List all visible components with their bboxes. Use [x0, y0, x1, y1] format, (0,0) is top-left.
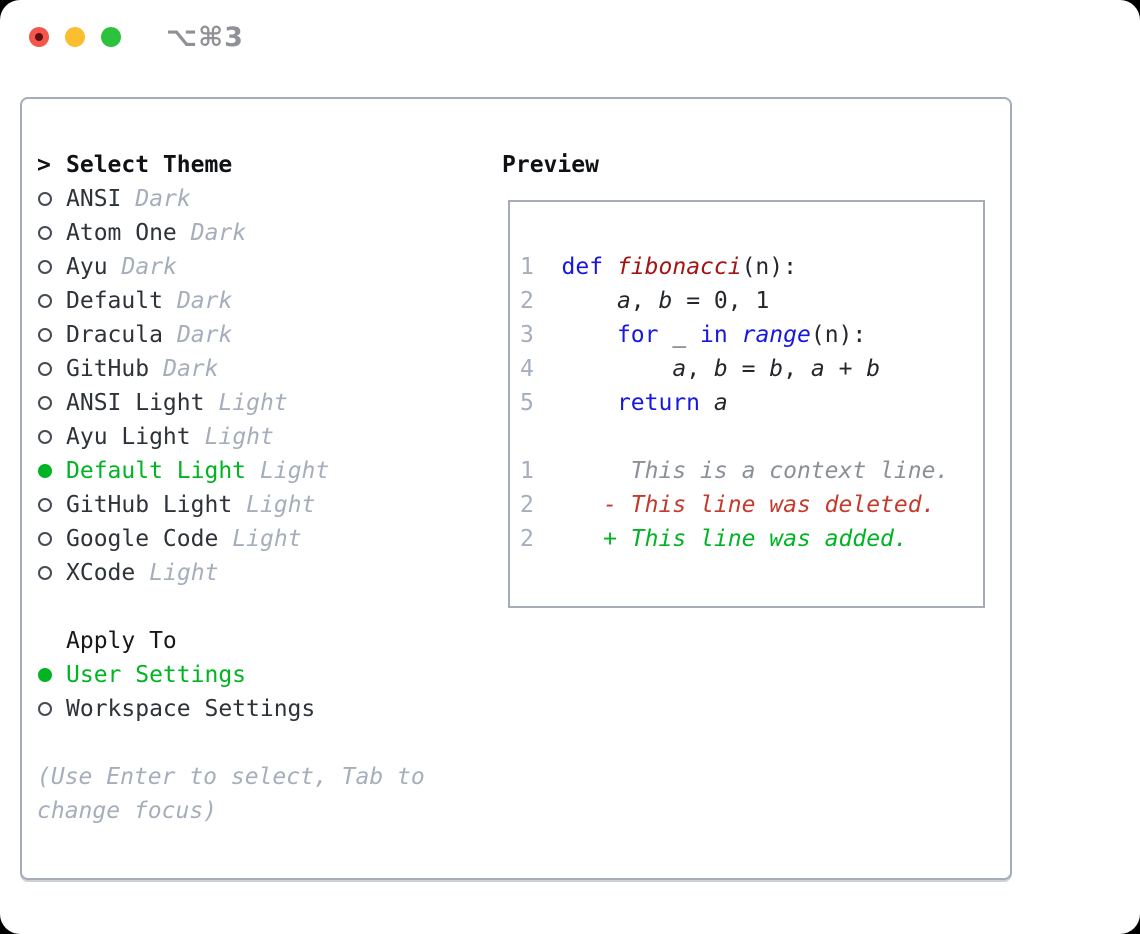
preview-line: 2 + This line was added. — [520, 526, 908, 552]
option-label: Default Light — [66, 458, 247, 484]
option-label: Ayu — [66, 254, 108, 280]
radio-icon — [38, 260, 52, 274]
minimize-button[interactable] — [65, 27, 85, 47]
radio-icon — [38, 226, 52, 240]
option-variant-label: Dark — [190, 220, 247, 246]
radio-icon — [38, 498, 52, 512]
radio-selected-icon — [38, 668, 52, 682]
preview-line: 1 def fibonacci(n): — [520, 254, 797, 280]
radio-selected-icon — [38, 464, 52, 478]
apply-option-workspace-settings[interactable]: Workspace Settings — [37, 692, 315, 726]
theme-option-ansi-dark[interactable]: ANSI Dark — [37, 182, 329, 216]
cursor-caret-icon: > — [37, 152, 51, 178]
option-label: Ayu Light — [66, 424, 191, 450]
option-variant-label: Light — [246, 492, 316, 518]
option-label: ANSI Light — [66, 390, 205, 416]
radio-icon — [38, 396, 52, 410]
theme-option-ayu-dark[interactable]: Ayu Dark — [37, 250, 329, 284]
preview-content: 1 def fibonacci(n): 2 a, b = 0, 1 3 for _ … — [520, 250, 983, 556]
select-theme-header: > Select Theme — [37, 148, 329, 182]
theme-option-ansi-light-light[interactable]: ANSI Light Light — [37, 386, 329, 420]
titlebar: ⌥⌘3 — [0, 0, 1140, 75]
theme-option-default-light-light[interactable]: Default Light Light — [37, 454, 329, 488]
apply-option-user-settings[interactable]: User Settings — [37, 658, 315, 692]
option-label: Default — [66, 288, 163, 314]
theme-option-github-light-light[interactable]: GitHub Light Light — [37, 488, 329, 522]
option-label: Dracula — [66, 322, 163, 348]
radio-icon — [38, 566, 52, 580]
option-variant-label: Dark — [163, 356, 219, 382]
preview-box: 1 def fibonacci(n): 2 a, b = 0, 1 3 for _ … — [508, 200, 985, 608]
option-label: Atom One — [66, 220, 177, 246]
theme-option-github-dark[interactable]: GitHub Dark — [37, 352, 329, 386]
option-variant-label: Dark — [176, 322, 233, 348]
option-variant-label: Light — [232, 526, 302, 552]
option-variant-label: Light — [260, 458, 330, 484]
preview-title: Preview — [502, 152, 599, 178]
option-label: Workspace Settings — [66, 696, 316, 722]
radio-icon — [38, 294, 52, 308]
close-button[interactable] — [29, 27, 49, 47]
apply-to-title: Apply To — [66, 628, 177, 654]
radio-icon — [38, 362, 52, 376]
radio-icon — [38, 430, 52, 444]
preview-line: 4 a, b = b, a + b — [520, 356, 881, 382]
select-theme-title: Select Theme — [66, 152, 233, 178]
radio-icon — [38, 192, 52, 206]
close-dot-icon — [35, 33, 43, 41]
option-label: User Settings — [66, 662, 247, 688]
theme-option-atom-one-dark[interactable]: Atom One Dark — [37, 216, 329, 250]
preview-line: 3 for _ in range(n): — [520, 322, 867, 348]
preview-line: 2 - This line was deleted. — [520, 492, 936, 518]
preview-line — [520, 420, 983, 454]
option-variant-label: Dark — [135, 186, 191, 212]
window-title: ⌥⌘3 — [166, 22, 244, 53]
radio-icon — [38, 532, 52, 546]
theme-option-google-code-light[interactable]: Google Code Light — [37, 522, 329, 556]
option-variant-label: Dark — [121, 254, 177, 280]
keyboard-hint: (Use Enter to select, Tab to change focu… — [37, 764, 425, 824]
theme-option-default-dark[interactable]: Default Dark — [37, 284, 329, 318]
radio-icon — [38, 702, 52, 716]
preview-line: 2 a, b = 0, 1 — [520, 288, 770, 314]
option-variant-label: Light — [218, 390, 288, 416]
option-label: ANSI — [66, 186, 122, 212]
option-label: XCode — [66, 560, 136, 586]
option-variant-label: Light — [149, 560, 219, 586]
preview-line: 5 return a — [520, 390, 728, 416]
apply-to-header: Apply To — [37, 624, 315, 658]
theme-option-ayu-light-light[interactable]: Ayu Light Light — [37, 420, 329, 454]
option-label: GitHub — [66, 356, 150, 382]
zoom-button[interactable] — [101, 27, 121, 47]
option-label: GitHub Light — [66, 492, 233, 518]
option-label: Google Code — [66, 526, 219, 552]
radio-icon — [38, 328, 52, 342]
theme-option-dracula-dark[interactable]: Dracula Dark — [37, 318, 329, 352]
option-variant-label: Dark — [176, 288, 233, 314]
theme-option-xcode-light[interactable]: XCode Light — [37, 556, 329, 590]
option-variant-label: Light — [204, 424, 274, 450]
preview-line: 1 This is a context line. — [520, 458, 950, 484]
